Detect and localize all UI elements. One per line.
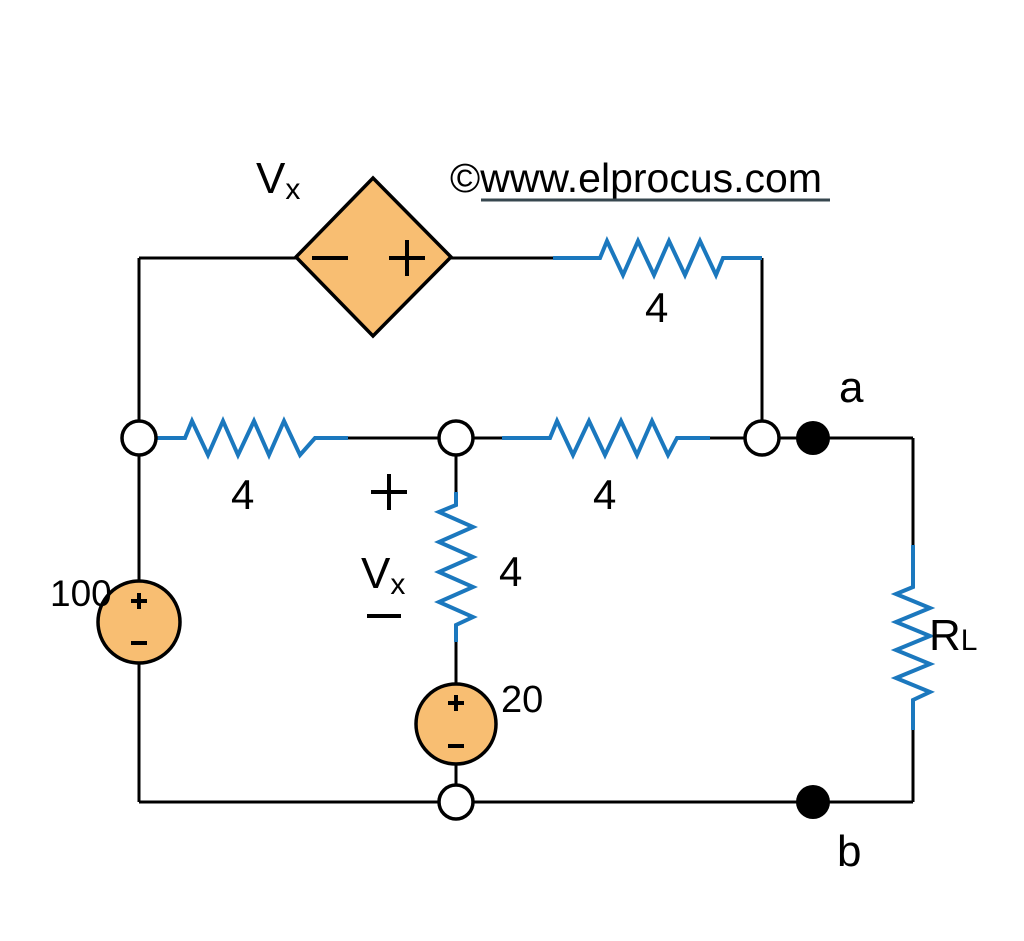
copyright-symbol: © xyxy=(450,155,480,201)
resistor-vertical-label: 4 xyxy=(499,548,522,595)
node-bottom xyxy=(437,783,475,821)
resistor-middle-label: 4 xyxy=(593,471,616,518)
load-resistor-label: RL xyxy=(929,611,977,660)
dependent-source-diamond xyxy=(293,175,454,339)
resistor-top-zigzag xyxy=(553,236,762,280)
terminal-a-label: a xyxy=(839,363,864,412)
dependent-source-label: Vx xyxy=(256,154,300,206)
resistor-left-zigzag xyxy=(157,416,348,460)
watermark-text: ©www.elprocus.com xyxy=(450,155,822,201)
voltage-source-100 xyxy=(96,579,182,665)
resistor-load-zigzag xyxy=(890,545,936,730)
resistor-left-label: 4 xyxy=(231,471,254,518)
source-20-label: 20 xyxy=(501,679,543,721)
terminal-b-label: b xyxy=(837,827,861,876)
node-middle xyxy=(437,419,475,457)
resistor-middle-zigzag xyxy=(502,416,710,460)
voltage-source-20 xyxy=(414,682,498,766)
source-100-label: 100 xyxy=(50,573,112,614)
terminal-a-dot xyxy=(796,421,830,455)
node-right xyxy=(743,419,781,457)
watermark-url: www.elprocus.com xyxy=(479,155,822,201)
terminal-b-dot xyxy=(796,785,830,819)
resistor-top-label: 4 xyxy=(645,284,668,331)
resistor-vertical-zigzag xyxy=(433,492,478,642)
node-left xyxy=(120,419,158,457)
vx-voltage-label: Vx xyxy=(361,549,405,601)
